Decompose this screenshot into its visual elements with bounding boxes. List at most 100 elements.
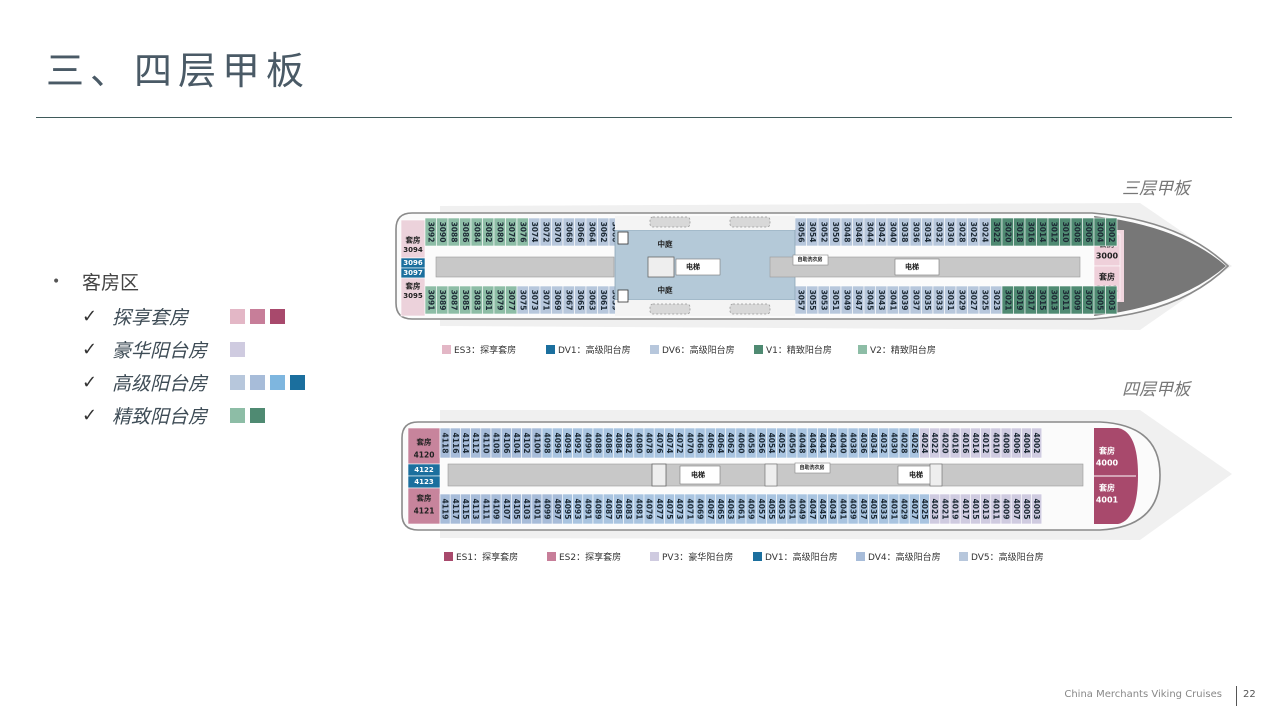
cabin-number: 4073	[675, 499, 684, 520]
deck3-bow	[1094, 216, 1226, 316]
cabin-number: 4065	[716, 499, 725, 520]
elevator-label: 电梯	[905, 262, 919, 271]
cabin-number: 3081	[484, 290, 493, 311]
suite-word: 套房	[406, 281, 421, 291]
cabin-number: 3077	[507, 290, 516, 311]
cabin-type-label: 高级阳台房	[112, 372, 208, 395]
legend-swatch	[546, 345, 555, 354]
cabin-3003	[1105, 285, 1118, 315]
legend-swatch	[856, 552, 865, 561]
cabin-number: 4037	[859, 499, 868, 520]
cabin-type-label: 豪华阳台房	[112, 339, 208, 362]
cabin-number: 4039	[849, 499, 858, 520]
cabin-number: 4038	[849, 433, 858, 454]
suite-word: 套房	[1098, 446, 1115, 456]
cabin-number: 3086	[461, 222, 470, 243]
laundry-label: 自助洗衣房	[797, 256, 822, 263]
cabin-number: 4052	[777, 433, 786, 454]
cabin-number: 3005	[1095, 290, 1104, 311]
check-icon: ✓	[82, 371, 98, 393]
cabin-number: 3064	[587, 222, 596, 243]
elevator-block	[651, 463, 667, 487]
cabin-number: 4096	[553, 433, 562, 454]
cabin-number: 3076	[518, 222, 527, 243]
cabin-type-label: 精致阳台房	[112, 405, 208, 428]
cabin-number: 4036	[859, 433, 868, 454]
legend-swatch	[753, 552, 762, 561]
cabin-number: 3067	[564, 290, 573, 311]
cabin-number: 3006	[1084, 222, 1093, 243]
cabin-number: 4072	[675, 433, 684, 454]
cabin-number: 3061	[599, 290, 608, 311]
cabin-number: 4024	[920, 433, 929, 454]
cabin-number: 4087	[604, 499, 613, 520]
cabin-type-label: 探享套房	[112, 306, 189, 329]
cabin-number: 4093	[573, 499, 582, 520]
stairs-icon	[617, 231, 629, 245]
suite-3094	[400, 219, 426, 259]
legend-label: DV6：高级阳台房	[662, 346, 735, 356]
legend-item: PV3：豪华阳台房	[650, 550, 733, 563]
cabin-number: 3088	[449, 222, 458, 243]
cabin-number: 4100	[532, 433, 541, 454]
cabin-number: 4066	[706, 433, 715, 454]
cabin-number: 3072	[541, 222, 550, 243]
cabin-number: 4101	[532, 499, 541, 520]
cabin-number: 4098	[543, 433, 552, 454]
cabin-number: 3050	[831, 222, 840, 243]
suite-number: 3094	[403, 246, 423, 254]
legend-item: V1：精致阳台房	[754, 343, 832, 356]
cabin-number: 4009	[1002, 499, 1011, 520]
cabin-number: 3092	[426, 222, 435, 243]
title-divider	[36, 117, 1232, 118]
cabin-number: 4021	[940, 499, 949, 520]
cabin-number: 3062	[599, 222, 608, 243]
cabin-number: 3073	[530, 290, 539, 311]
legend-label: ES2：探享套房	[559, 553, 622, 563]
bullet-icon: •	[52, 273, 61, 290]
cabin-number: 4089	[594, 499, 603, 520]
cabin-number: 3026	[969, 222, 978, 243]
legend-item: DV5：高级阳台房	[959, 550, 1044, 563]
cabin-number: 3017	[1026, 290, 1035, 311]
cabin-number: 3083	[472, 290, 481, 311]
cabin-number: 3039	[900, 290, 909, 311]
elevator-box	[894, 258, 940, 276]
atrium-label: 中庭	[658, 285, 673, 295]
color-swatch	[230, 407, 245, 423]
deck4-label: 四层甲板	[1122, 380, 1190, 400]
cabin-number: 3090	[438, 222, 447, 243]
cabin-number: 4031	[889, 499, 898, 520]
cabin-number: 4003	[1032, 499, 1041, 520]
cabin-number: 4091	[583, 499, 592, 520]
legend-label: DV4：高级阳台房	[868, 553, 941, 563]
cabin-number: 3087	[449, 290, 458, 311]
cabin-number: 4042	[828, 433, 837, 454]
suite-number: 3095	[403, 292, 423, 300]
skylight-feature	[729, 216, 771, 228]
color-swatch	[250, 374, 265, 390]
cabin-number: 4071	[685, 499, 694, 520]
cabin-number: 3079	[495, 290, 504, 311]
cabin-number: 3053	[819, 290, 828, 311]
cabin-number: 3014	[1038, 222, 1047, 243]
cabin-number: 3068	[564, 222, 573, 243]
laundry-box	[794, 462, 831, 474]
suite-number: 4120	[414, 451, 435, 460]
color-swatch	[230, 341, 245, 357]
cabin-number: 4048	[798, 433, 807, 454]
cabin-number: 4040	[838, 433, 847, 454]
cabin-number: 3042	[877, 222, 886, 243]
cabin-number: 3025	[980, 290, 989, 311]
cabin-number: 3091	[426, 290, 435, 311]
cabin-type-deluxe: ✓ 豪华阳台房	[82, 337, 305, 362]
cabin-number: 4060	[736, 433, 745, 454]
cabin-number: 4068	[696, 433, 705, 454]
cabin-number: 3096	[403, 259, 423, 267]
cabin-number: 3036	[911, 222, 920, 243]
cabin-number: 3045	[865, 290, 874, 311]
cabin-number: 3084	[472, 222, 481, 243]
legend-item: ES2：探享套房	[547, 550, 621, 563]
color-swatch	[270, 308, 285, 324]
cabin-number: 4041	[838, 499, 847, 520]
